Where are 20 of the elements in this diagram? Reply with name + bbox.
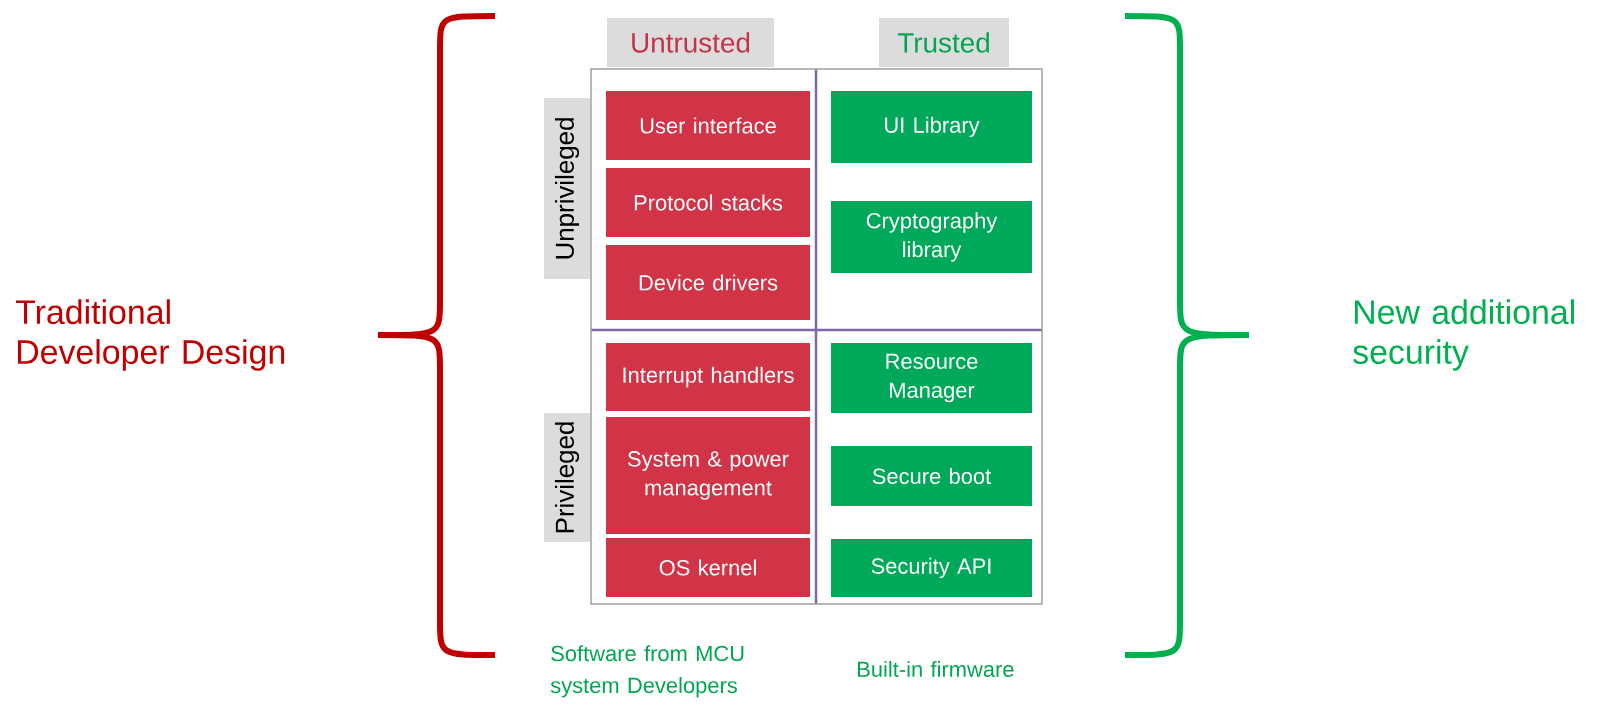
component-box: UI Library <box>831 91 1032 163</box>
component-box: Device drivers <box>606 245 810 320</box>
column-header: Trusted <box>879 18 1009 67</box>
component-box: Resource Manager <box>831 343 1032 413</box>
row-label: Unprivileged <box>544 98 590 279</box>
component-box: Security API <box>831 539 1032 597</box>
row-label: Privileged <box>544 413 590 542</box>
column-caption: Software from MCU system Developers <box>550 645 744 698</box>
component-box: Protocol stacks <box>606 168 810 237</box>
component-box: Cryptography library <box>831 201 1032 273</box>
component-box: System & power management <box>606 417 810 534</box>
column-header: Untrusted <box>607 18 774 67</box>
component-box: Secure boot <box>831 446 1032 506</box>
panel-frame <box>590 68 1043 605</box>
side-caption: Traditional Developer Design <box>16 299 285 371</box>
column-caption: Built-in firmware <box>858 660 1014 678</box>
component-box: Interrupt handlers <box>606 343 810 411</box>
component-box: OS kernel <box>606 538 810 597</box>
side-caption: New additional security <box>1353 299 1574 371</box>
component-box: User interface <box>606 91 810 160</box>
